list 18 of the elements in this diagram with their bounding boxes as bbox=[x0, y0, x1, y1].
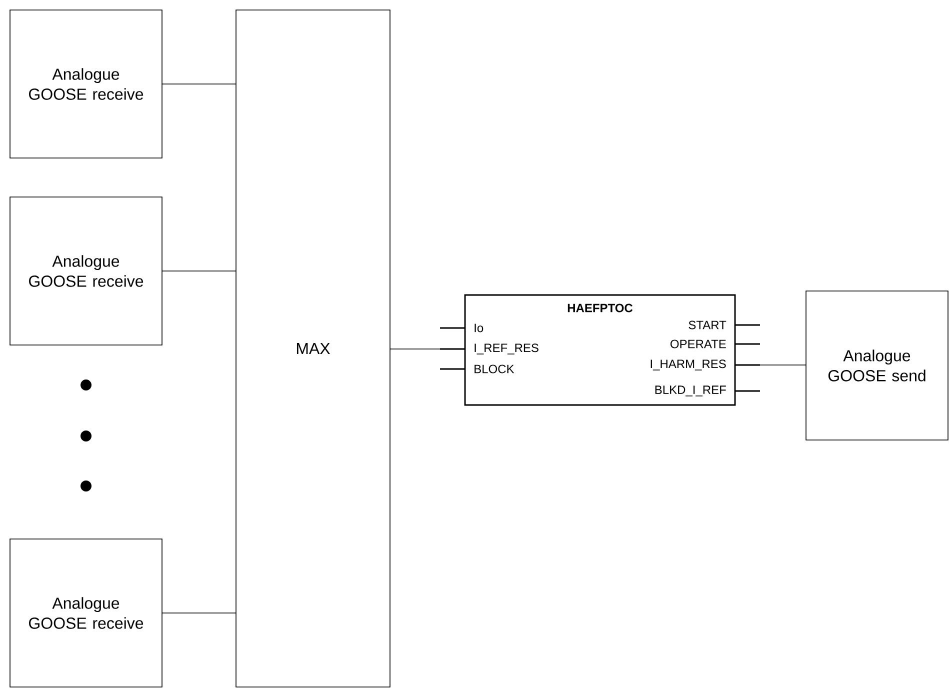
process-box: Analogue GOOSE send bbox=[806, 290, 948, 440]
connector-line bbox=[162, 612, 236, 614]
connector-line bbox=[390, 348, 440, 350]
process-box: Analogue GOOSE receive bbox=[10, 196, 162, 346]
pin-label: OPERATE bbox=[670, 340, 726, 348]
pin-label: START bbox=[688, 320, 726, 330]
connector-line bbox=[760, 364, 806, 366]
block-title: HAEFPTOC bbox=[568, 304, 633, 312]
pin-label: Io bbox=[474, 324, 484, 332]
connector-line bbox=[162, 270, 236, 272]
process-box: MAX bbox=[236, 10, 390, 688]
process-box: Analogue GOOSE receive bbox=[10, 538, 162, 688]
pin-label: BLKD_I_REF bbox=[655, 386, 726, 396]
pin-label: BLOCK bbox=[474, 364, 514, 374]
pin-label: I_REF_RES bbox=[474, 344, 538, 354]
function-block bbox=[440, 294, 760, 406]
process-box: Analogue GOOSE receive bbox=[10, 10, 162, 158]
pin-label: I_HARM_RES bbox=[650, 360, 726, 370]
